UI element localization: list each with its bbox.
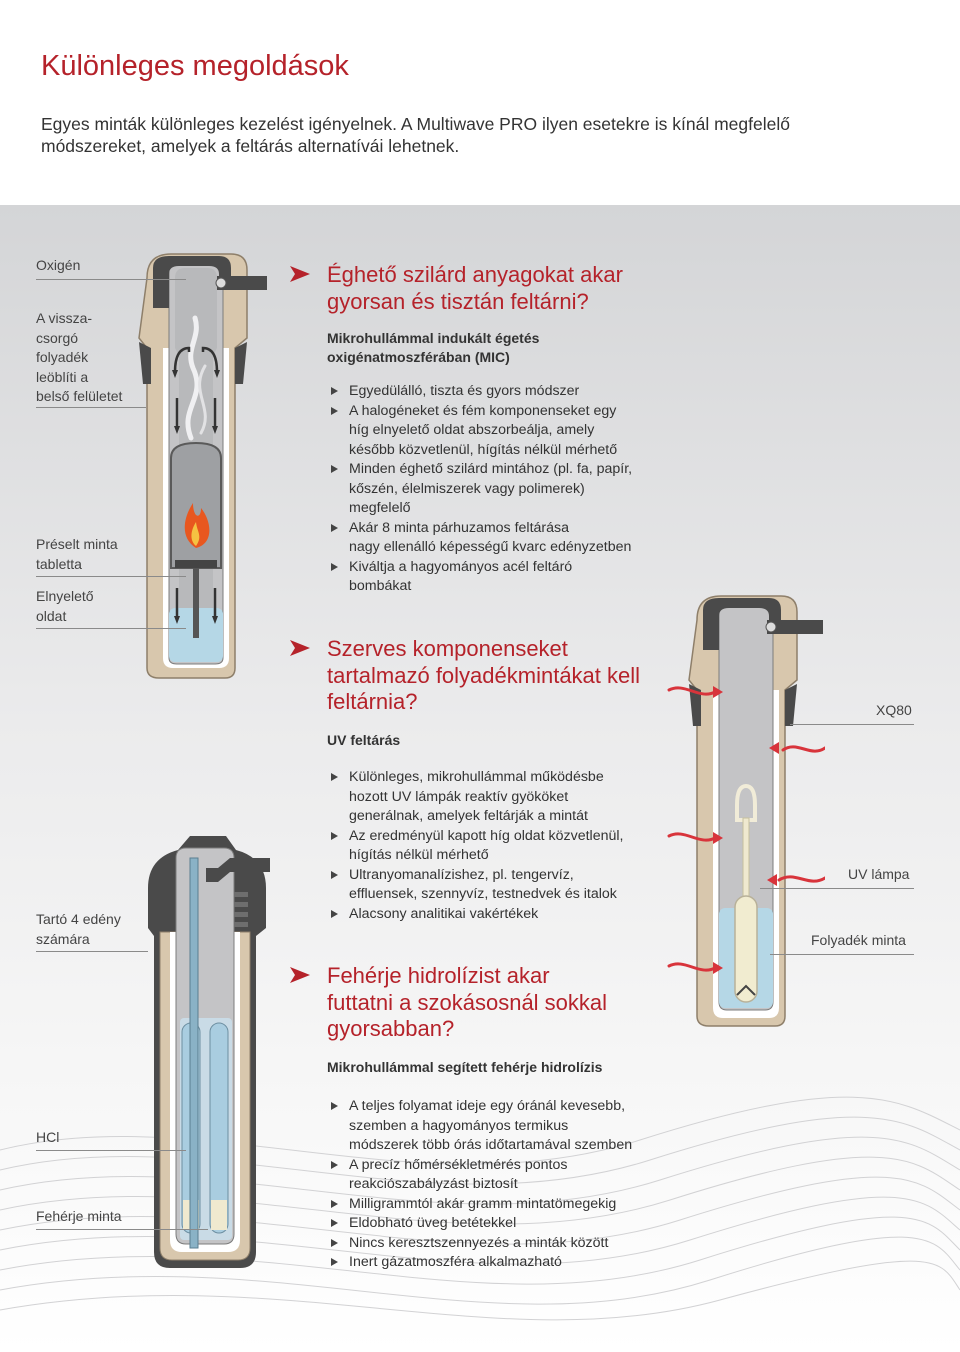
list-item: Különleges, mikrohullámmal működésbe hoz… [330, 768, 623, 827]
leader-line-oxygen [36, 279, 186, 280]
arrow-icon [290, 640, 310, 656]
list-item: Minden éghető szilárd mintához (pl. fa, … [330, 460, 632, 519]
section-hydrolysis-bullets: A teljes folyamat ideje egy óránál keves… [330, 1097, 632, 1273]
label-uv-lamp: UV lámpa [848, 866, 910, 882]
page-title: Különleges megoldások [41, 50, 349, 82]
list-item: Kiváltja a hagyományos acél feltáró bomb… [330, 558, 632, 597]
leader-line-tablet [36, 576, 186, 577]
leader-line-xq80 [790, 724, 914, 725]
list-item: Milligrammtól akár gramm mintatömegekig [330, 1195, 632, 1215]
intro-text: Egyes minták különleges kezelést igényel… [41, 114, 790, 156]
list-item: Nincs keresztszennyezés a minták között [330, 1234, 632, 1254]
label-hcl: HCl [36, 1129, 60, 1145]
section-mic-bullets: Egyedülálló, tiszta és gyors módszer A h… [330, 382, 632, 597]
list-item: A halogéneket és fém komponenseket egy h… [330, 402, 632, 461]
arrow-icon [290, 266, 310, 282]
section-hydrolysis-title: Fehérje hidrolízist akar futtatni a szok… [327, 963, 608, 1041]
label-absorbing-solution: Elnyelető oldat [36, 588, 94, 624]
label-reflux: A vissza- csorgó folyadék leöblíti a bel… [36, 310, 123, 404]
list-item: A precíz hőmérsékletmérés pontos reakció… [330, 1156, 632, 1195]
leader-line-protein [36, 1229, 208, 1230]
leader-line-absorbing [36, 628, 186, 629]
leader-line-uv-lamp [760, 888, 914, 889]
label-holder: Tartó 4 edény számára [36, 911, 121, 947]
section-hydrolysis-heading: Fehérje hidrolízist akar futtatni a szok… [290, 963, 607, 1043]
list-item: Az eredményül kapott híg oldat közvetlen… [330, 827, 623, 866]
section-mic-subheading: Mikrohullámmal indukált égetés oxigénatm… [327, 330, 540, 365]
label-liquid-sample: Folyadék minta [811, 932, 906, 948]
section-uv-heading: Szerves komponenseket tartalmazó folyadé… [290, 636, 640, 716]
label-xq80: XQ80 [876, 702, 912, 718]
list-item: Egyedülálló, tiszta és gyors módszer [330, 382, 632, 402]
section-mic-heading: Éghető szilárd anyagokat akar gyorsan és… [290, 262, 623, 315]
leader-line-reflux [36, 407, 146, 408]
list-item: Inert gázatmoszféra alkalmazható [330, 1253, 632, 1273]
section-uv-subheading: UV feltárás [327, 732, 401, 748]
header-band [0, 0, 960, 205]
section-uv-bullets: Különleges, mikrohullámmal működésbe hoz… [330, 768, 623, 924]
leader-line-liquid-sample [770, 954, 914, 955]
leader-line-hcl [36, 1150, 186, 1151]
list-item: Alacsony analitikai vakértékek [330, 905, 623, 925]
leader-line-holder [36, 951, 148, 952]
uv-vessel-illustration [667, 595, 825, 1027]
label-oxygen: Oxigén [36, 257, 81, 273]
list-item: Akár 8 minta párhuzamos feltárása nagy e… [330, 519, 632, 558]
section-uv-title: Szerves komponenseket tartalmazó folyadé… [327, 636, 641, 714]
section-mic-title: Éghető szilárd anyagokat akar gyorsan és… [327, 262, 623, 314]
arrow-icon [290, 967, 310, 983]
mic-vessel-illustration [138, 253, 267, 679]
label-pressed-tablet: Préselt minta tabletta [36, 536, 118, 572]
hydrolysis-vessel-illustration [148, 836, 270, 1268]
label-protein-sample: Fehérje minta [36, 1208, 122, 1224]
list-item: Ultranyomanalízishez, pl. tengervíz, eff… [330, 866, 623, 905]
list-item: Eldobható üveg betétekkel [330, 1214, 632, 1234]
section-hydrolysis-subheading: Mikrohullámmal segített fehérje hidrolíz… [327, 1059, 603, 1075]
list-item: A teljes folyamat ideje egy óránál keves… [330, 1097, 632, 1156]
